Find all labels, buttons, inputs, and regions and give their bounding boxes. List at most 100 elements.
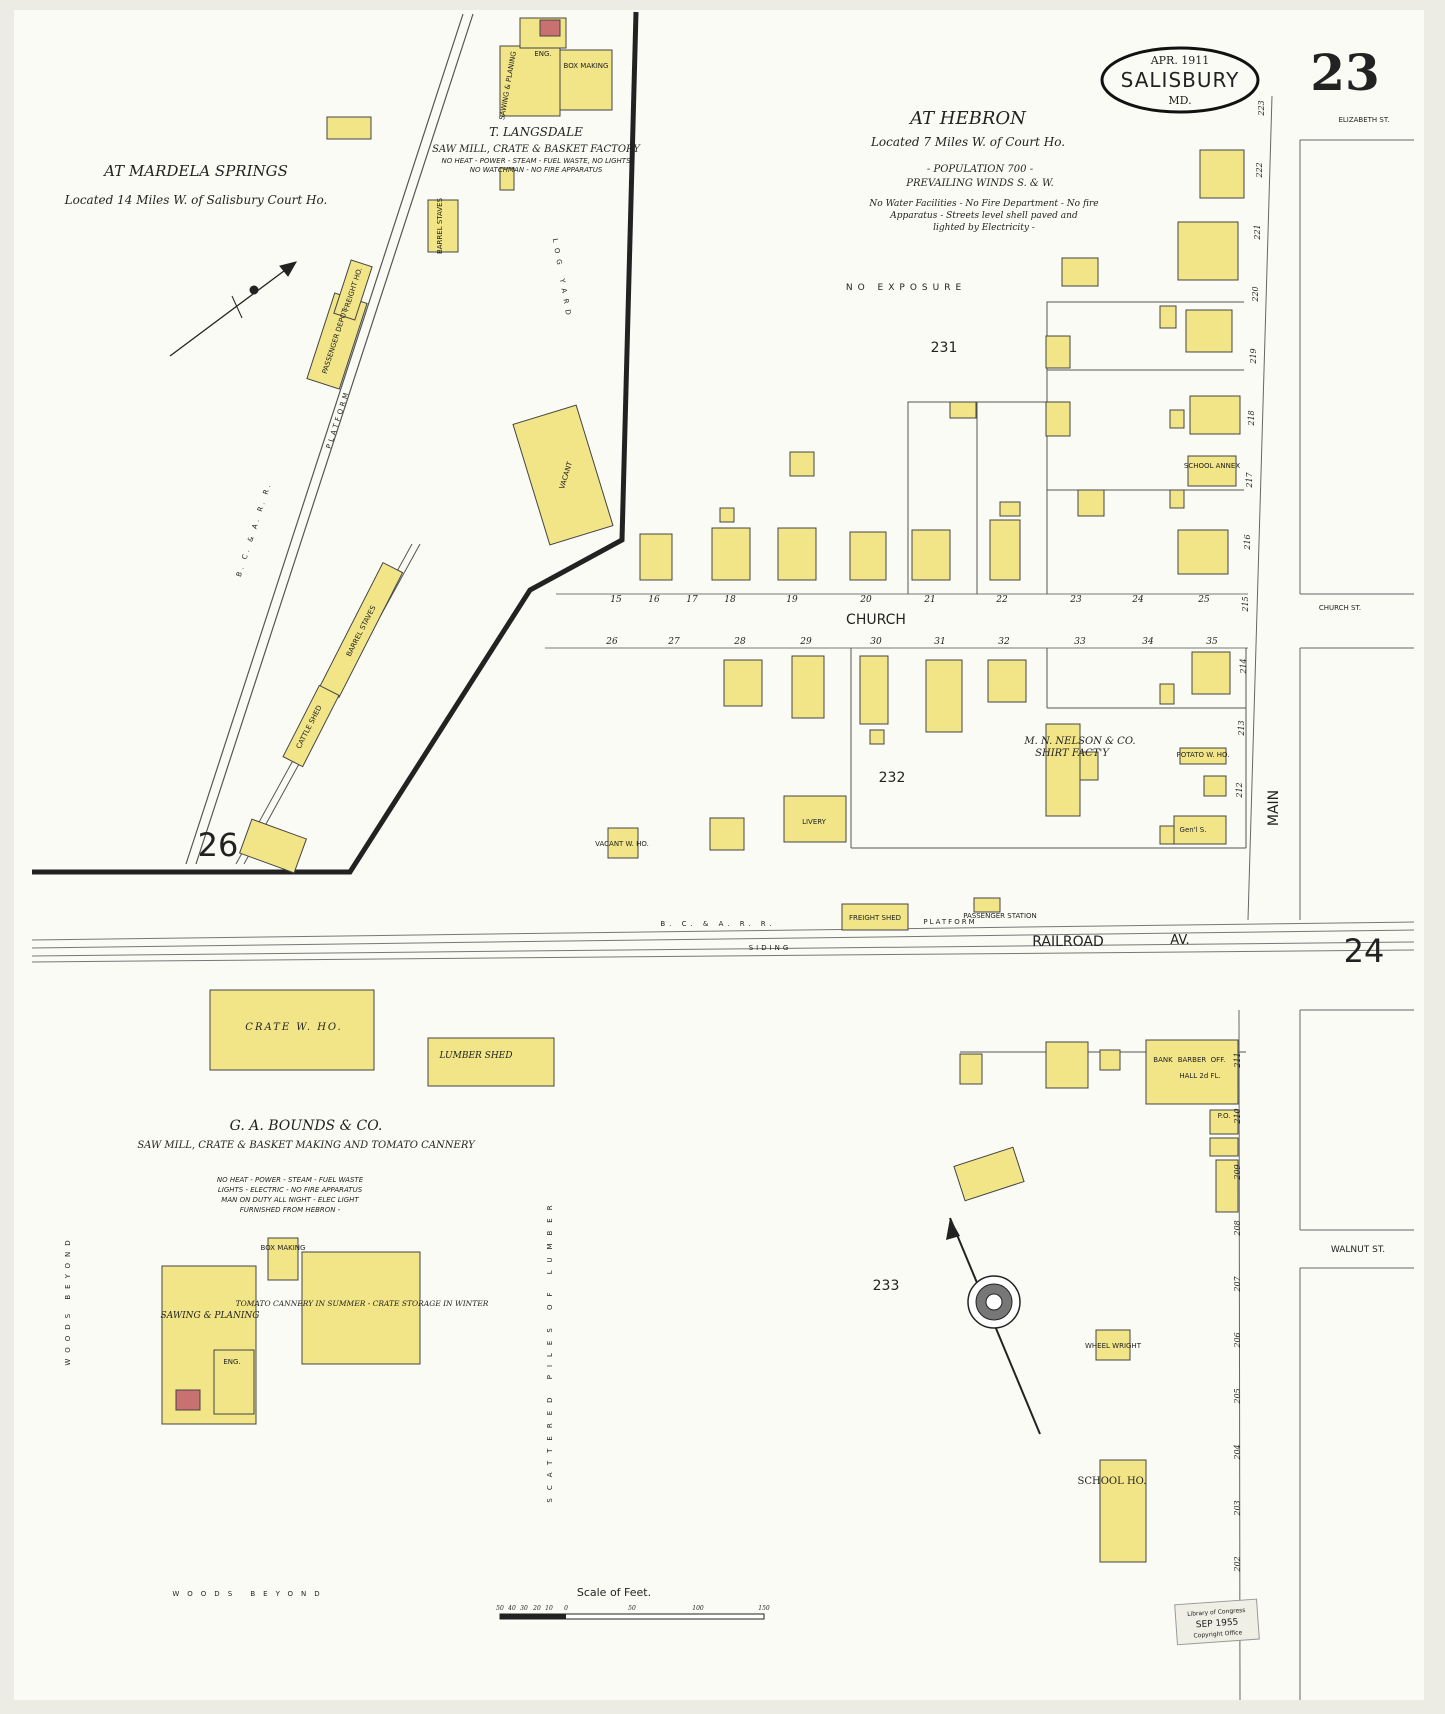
lot-number-21: 21 (923, 595, 935, 605)
no-exposure-label: NO EXPOSURE (846, 283, 966, 293)
adjacent-sheet-24: 24 (1344, 932, 1385, 970)
langsdale-subtitle: SAW MILL, CRATE & BASKET FACTORY (432, 144, 641, 155)
building-small-10 (1203, 775, 1227, 797)
elizabeth-st-label: ELIZABETH ST. (1338, 116, 1389, 124)
building-c (1099, 1049, 1121, 1071)
main-number-222: 222 (1255, 162, 1264, 178)
scale-tick-5: 0 (564, 1605, 568, 1612)
dwelling-220 (1185, 309, 1233, 353)
building-small-5 (1159, 305, 1177, 329)
main-number-217: 217 (1245, 471, 1254, 488)
building-nelson-annex (1079, 751, 1099, 781)
building-small-12 (709, 817, 745, 851)
lot-number-30: 30 (870, 637, 882, 647)
building-small-9 (1159, 683, 1175, 705)
sheet-boundary-line (32, 11, 639, 875)
building-cattle-shed (282, 684, 340, 768)
scale-tick-6: 50 (628, 1605, 636, 1612)
bounds-note-3: MAN ON DUTY ALL NIGHT - ELEC LIGHT (221, 1196, 359, 1204)
building-a (959, 1053, 983, 1085)
av-label: AV. (1170, 933, 1189, 948)
barber-label: BARBER (1178, 1056, 1207, 1064)
scattered-lumber-label: SCATTERED PILES OF LUMBER (546, 1197, 554, 1502)
building-box-making (267, 1237, 299, 1281)
building-small-7 (1169, 489, 1185, 509)
main-number-207: 207 (1233, 1275, 1242, 1292)
map-city: SALISBURY (1121, 68, 1240, 92)
block-232: 232 (879, 770, 906, 786)
building-langsdale-main (559, 49, 613, 111)
langsdale-note-1: NO HEAT - POWER - STEAM - FUEL WASTE, NO… (441, 157, 631, 165)
hebron-located: Located 7 Miles W. of Court Ho. (870, 135, 1065, 149)
bounds-box-making-label: BOX MAKING (261, 1244, 306, 1252)
scale-tick-2: 30 (520, 1605, 528, 1612)
lot-number-15: 15 (610, 595, 622, 605)
building-small-3 (999, 501, 1021, 517)
dwelling-19 (777, 527, 817, 581)
bounds-note-1: NO HEAT - POWER - STEAM - FUEL WASTE (217, 1176, 364, 1184)
building-tomato-cannery (301, 1251, 421, 1365)
dwelling-29 (791, 655, 825, 719)
main-number-202: 202 (1233, 1556, 1242, 1572)
lot-number-33: 33 (1074, 637, 1086, 647)
main-street (1238, 95, 1414, 1701)
railroad-av-label: RAILROAD (1032, 934, 1104, 950)
sheet-number: 23 (1310, 43, 1380, 102)
lot-number-17: 17 (686, 595, 698, 605)
sawing-planing-label: SAWING & PLANING (161, 1311, 260, 1321)
building-langsdale-small (499, 167, 515, 191)
railroad-avenue (31, 921, 1415, 963)
dwelling-16 (639, 533, 673, 581)
livery-label: LIVERY (802, 818, 827, 826)
main-number-206: 206 (1233, 1332, 1242, 1348)
building-engine (213, 1349, 255, 1415)
barrel-staves-2-label: BARREL STAVES (436, 197, 444, 254)
copyright-stamp: Library of Congress SEP 1955 Copyright O… (1174, 1598, 1260, 1646)
block-231: 231 (931, 340, 958, 356)
adjacent-sheet-26: 26 (198, 826, 239, 864)
lot-number-25: 25 (1197, 595, 1210, 605)
building-lumber-shed (427, 1037, 555, 1087)
block-233: 233 (873, 1278, 900, 1294)
building-hall (1145, 1039, 1239, 1105)
mardela-title: AT MARDELA SPRINGS (102, 162, 288, 180)
lot-number-35: 35 (1206, 637, 1218, 647)
hebron-note-2: Apparatus - Streets level shell paved an… (889, 211, 1078, 221)
lot-number-27: 27 (667, 637, 680, 647)
office-label: OFF. (1211, 1056, 1226, 1064)
passenger-station-label: PASSENGER STATION (963, 912, 1037, 920)
bounds-note-2: LIGHTS - ELECTRIC - NO FIRE APPARATUS (218, 1186, 363, 1194)
compass-rose-icon (946, 1217, 1041, 1435)
building-vacant-mardela (512, 404, 614, 546)
stamp-line-3: Copyright Office (1193, 1629, 1242, 1639)
cannery-label: TOMATO CANNERY IN SUMMER - CRATE STORAGE… (236, 1299, 489, 1308)
building-nelson-shirt (1045, 723, 1081, 817)
building-small-2 (719, 507, 735, 523)
walnut-st-label: WALNUT ST. (1331, 1245, 1385, 1255)
building-po (1209, 1109, 1239, 1135)
hebron-note-3: lighted by Electricity - (933, 223, 1035, 233)
bounds-note-4: FURNISHED FROM HEBRON - (240, 1206, 341, 1214)
building-small-11 (1159, 825, 1175, 845)
building-passenger-station (973, 897, 1001, 913)
building-mardela-shed (427, 199, 459, 253)
church-street (545, 593, 1248, 649)
bank-label: BANK (1153, 1056, 1173, 1064)
main-street-label: MAIN (1266, 790, 1282, 826)
gents-label: Gen'l S. (1180, 826, 1207, 834)
woods-beyond-left: WOODS BEYOND (64, 1234, 72, 1365)
building-207 (1215, 1159, 1239, 1213)
dwelling-31 (925, 659, 963, 733)
crate-wh-label: CRATE W. HO. (245, 1022, 342, 1033)
main-number-214: 214 (1239, 658, 1248, 674)
main-number-203: 203 (1233, 1500, 1242, 1516)
stamp-line-2: SEP 1955 (1196, 1617, 1239, 1630)
building-gents (1173, 815, 1227, 845)
dwelling-28 (723, 659, 763, 707)
building-vacant-wh (607, 827, 639, 859)
scale-tick-4: 10 (545, 1605, 553, 1612)
mardela-notes: AT MARDELA SPRINGS Located 14 Miles W. o… (64, 162, 328, 207)
